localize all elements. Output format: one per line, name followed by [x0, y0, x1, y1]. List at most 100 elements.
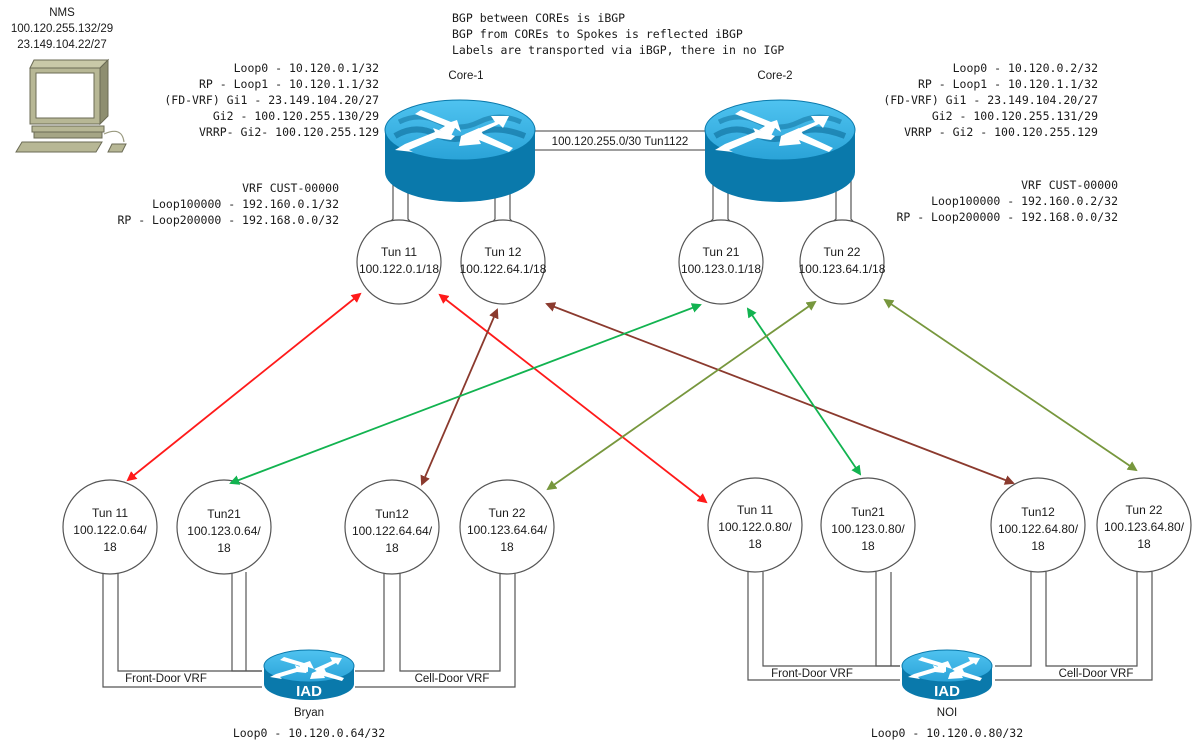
workstation-icon[interactable]: [15, 58, 127, 153]
tunnel-link-arrow: [545, 302, 1015, 485]
nms-ip1: 100.120.255.132/29: [11, 23, 113, 35]
core1-vrf-line: RP - Loop200000 - 192.168.0.0/32: [117, 213, 339, 227]
noi-tun21[interactable]: Tun21 100.123.0.80/ 18: [820, 477, 916, 573]
tunnel-link-arrow: [746, 307, 862, 476]
core2-vrf: VRF CUST-00000 Loop100000 - 192.160.0.2/…: [896, 178, 1118, 224]
noi-router[interactable]: IAD: [901, 649, 993, 701]
tunnel-ip: 100.122.0.64/: [73, 523, 147, 537]
tunnel-ip: 100.122.0.1/18: [359, 262, 439, 276]
noi-tun11[interactable]: Tun 11 100.122.0.80/ 18: [707, 477, 803, 573]
core2-vrf-line: RP - Loop200000 - 192.168.0.0/32: [896, 210, 1118, 224]
nms-ip2: 23.149.104.22/27: [17, 39, 107, 51]
noi-name: NOI: [937, 707, 957, 719]
core-link-label: 100.120.255.0/30 Tun1122: [552, 136, 689, 148]
tunnel-name: Tun12: [375, 507, 409, 521]
note-line: BGP from COREs to Spokes is reflected iB…: [452, 27, 743, 41]
tunnel-mask: 18: [1137, 537, 1151, 551]
core2-tun22[interactable]: Tun 22 100.123.64.1/18: [799, 219, 886, 305]
core2-router[interactable]: [705, 100, 855, 202]
core1-tun12[interactable]: Tun 12 100.122.64.1/18: [460, 219, 547, 305]
noi-cell-door-label: Cell-Door VRF: [1059, 668, 1134, 680]
bryan-tun12[interactable]: Tun12 100.122.64.64/ 18: [344, 479, 440, 575]
tunnel-ip: 100.123.0.80/: [831, 522, 905, 536]
bryan-tun11[interactable]: Tun 11 100.122.0.64/ 18: [62, 479, 158, 575]
tunnel-name: Tun 12: [485, 245, 522, 259]
bryan-name: Bryan: [294, 707, 324, 719]
tunnel-name: Tun 22: [489, 506, 526, 520]
note-line: BGP between COREs is iBGP: [452, 11, 625, 25]
tunnel-name: Tun 21: [703, 245, 740, 259]
core1-vrf-line: VRF CUST-00000: [242, 181, 339, 195]
tunnel-name: Tun12: [1021, 505, 1055, 519]
core1-interface: Gi2 - 100.120.255.130/29: [213, 109, 379, 123]
noi-tun12[interactable]: Tun12 100.122.64.80/ 18: [990, 477, 1086, 573]
core2-interfaces: Loop0 - 10.120.0.2/32 RP - Loop1 - 10.12…: [883, 61, 1098, 139]
bryan-pipes: [102, 572, 516, 688]
bryan-tun21[interactable]: Tun21 100.123.0.64/ 18: [176, 479, 272, 575]
core1-interface: Loop0 - 10.120.0.1/32: [234, 61, 379, 75]
core1-name: Core-1: [448, 70, 483, 82]
router-icon: [705, 100, 855, 202]
bryan-router[interactable]: IAD: [263, 649, 355, 701]
bryan-tun22[interactable]: Tun 22 100.123.64.64/ 18: [459, 479, 555, 575]
core2-interface: Loop0 - 10.120.0.2/32: [953, 61, 1098, 75]
tunnel-ip: 100.123.64.80/: [1104, 520, 1185, 534]
tunnel-mask: 18: [500, 540, 514, 554]
tunnel-mask: 18: [861, 539, 875, 553]
core2-vrf-line: Loop100000 - 192.160.0.2/32: [931, 194, 1118, 208]
tunnel-ip: 100.123.64.1/18: [799, 262, 886, 276]
tunnel-ip: 100.123.0.64/: [187, 524, 261, 538]
core1-interfaces: Loop0 - 10.120.0.1/32 RP - Loop1 - 10.12…: [164, 61, 379, 139]
tunnel-link-arrow: [229, 303, 702, 485]
tunnel-name: Tun 22: [824, 245, 861, 259]
core1-interface: (FD-VRF) Gi1 - 23.149.104.20/27: [164, 93, 379, 107]
core1-interface: RP - Loop1 - 10.120.1.1/32: [199, 77, 379, 91]
core-link[interactable]: 100.120.255.0/30 Tun1122: [535, 130, 705, 151]
tunnel-ip: 100.122.64.64/: [352, 524, 433, 538]
tunnel-link-arrow: [126, 292, 362, 482]
tunnel-ip: 100.123.0.1/18: [681, 262, 761, 276]
core2-interface: VRRP - Gi2 - 100.120.255.129: [904, 125, 1098, 139]
bryan-loop: Loop0 - 10.120.0.64/32: [233, 726, 385, 740]
tunnel-mask: 18: [748, 537, 762, 551]
tunnel-name: Tun 22: [1126, 503, 1163, 517]
core2-tun21[interactable]: Tun 21 100.123.0.1/18: [678, 219, 764, 305]
tunnel-mask: 18: [217, 541, 231, 555]
tunnel-mask: 18: [1031, 539, 1045, 553]
core2-interface: (FD-VRF) Gi1 - 23.149.104.20/27: [883, 93, 1098, 107]
iad-badge: IAD: [296, 683, 322, 700]
tunnel-name: Tun 11: [381, 245, 417, 259]
tunnel-ip: 100.122.0.80/: [718, 520, 792, 534]
core1-router[interactable]: [385, 100, 535, 202]
noi-front-door-label: Front-Door VRF: [771, 668, 853, 680]
tunnel-name: Tun 11: [737, 503, 773, 517]
core2-interface: Gi2 - 100.120.255.131/29: [932, 109, 1098, 123]
core1-vrf: VRF CUST-00000 Loop100000 - 192.160.0.1/…: [117, 181, 339, 227]
tunnel-ip: 100.123.64.64/: [467, 523, 548, 537]
tunnel-links: [126, 292, 1138, 504]
noi-tun22[interactable]: Tun 22 100.123.64.80/ 18: [1096, 477, 1192, 573]
bryan-cell-door-label: Cell-Door VRF: [415, 673, 490, 685]
tunnel-name: Tun21: [207, 507, 241, 521]
tunnel-mask: 18: [103, 540, 117, 554]
core1-vrf-line: Loop100000 - 192.160.0.1/32: [152, 197, 339, 211]
noi-loop: Loop0 - 10.120.0.80/32: [871, 726, 1023, 740]
iad-badge: IAD: [934, 683, 960, 700]
core1-interface: VRRP- Gi2- 100.120.255.129: [199, 125, 379, 139]
tunnel-ip: 100.122.64.1/18: [460, 262, 547, 276]
tunnel-name: Tun21: [851, 505, 885, 519]
bryan-front-door-label: Front-Door VRF: [125, 673, 207, 685]
tunnel-mask: 18: [385, 541, 399, 555]
core2-name: Core-2: [757, 70, 792, 82]
note-line: Labels are transported via iBGP, there i…: [452, 43, 784, 57]
tunnel-ip: 100.122.64.80/: [998, 522, 1079, 536]
core2-interface: RP - Loop1 - 10.120.1.1/32: [918, 77, 1098, 91]
router-icon: [385, 100, 535, 202]
nms-name: NMS: [49, 7, 75, 19]
tunnel-name: Tun 11: [92, 506, 128, 520]
noi-pipes: [747, 572, 1153, 681]
tunnel-link-arrow: [546, 300, 817, 491]
core2-vrf-line: VRF CUST-00000: [1021, 178, 1118, 192]
core1-tun11[interactable]: Tun 11 100.122.0.1/18: [356, 219, 442, 305]
